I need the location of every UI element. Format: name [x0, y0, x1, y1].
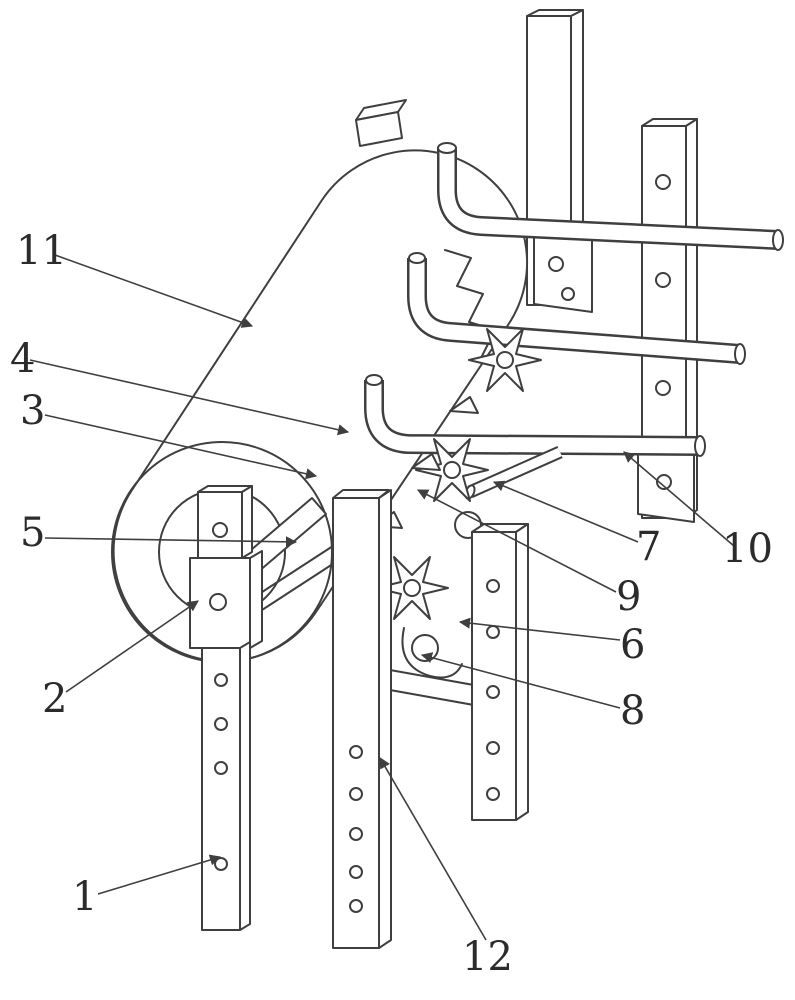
leader-line-4: [29, 359, 350, 436]
part-label-4: 4: [10, 336, 35, 382]
toothed-rack: [444, 249, 508, 367]
part-labels: 11 4 3 5 2 1 12 8 6 9 7 10: [10, 228, 773, 980]
leader-line-2: [65, 600, 199, 693]
part-label-1: 1: [72, 874, 97, 920]
leader-line-5: [44, 536, 298, 548]
back-right-post: [637, 118, 698, 523]
part-label-12: 12: [462, 934, 513, 980]
part-label-7: 7: [636, 524, 661, 570]
part-label-10: 10: [722, 526, 773, 572]
delivery-pipe-middle: [407, 252, 746, 365]
leader-line-10: [623, 451, 735, 547]
short-tube: [464, 446, 563, 500]
leader-lines: [29, 254, 735, 941]
part-label-11: 11: [16, 228, 67, 274]
part-label-5: 5: [20, 510, 45, 556]
leader-line-11: [54, 254, 254, 328]
leader-line-12: [379, 757, 487, 941]
part-label-9: 9: [616, 574, 641, 620]
top-cap-block: [355, 99, 407, 147]
part-label-3: 3: [20, 388, 45, 434]
part-label-8: 8: [620, 688, 645, 734]
part-label-2: 2: [42, 676, 67, 722]
back-top-post: [526, 9, 593, 313]
leader-line-3: [44, 414, 318, 480]
star-wheel-top: [468, 328, 542, 392]
front-right-post: [471, 523, 529, 821]
seed-cup-lower: [401, 627, 463, 679]
leader-line-6: [458, 617, 621, 641]
front-middle-post: [332, 489, 392, 949]
leader-line-9: [417, 489, 617, 593]
part-label-6: 6: [620, 622, 645, 668]
leader-line-1: [97, 854, 222, 895]
delivery-pipe-bottom: [364, 374, 706, 457]
delivery-pipe-top: [437, 142, 784, 251]
leader-line-8: [420, 652, 621, 709]
leader-line-7: [492, 480, 639, 543]
star-wheel-middle: [415, 438, 489, 502]
